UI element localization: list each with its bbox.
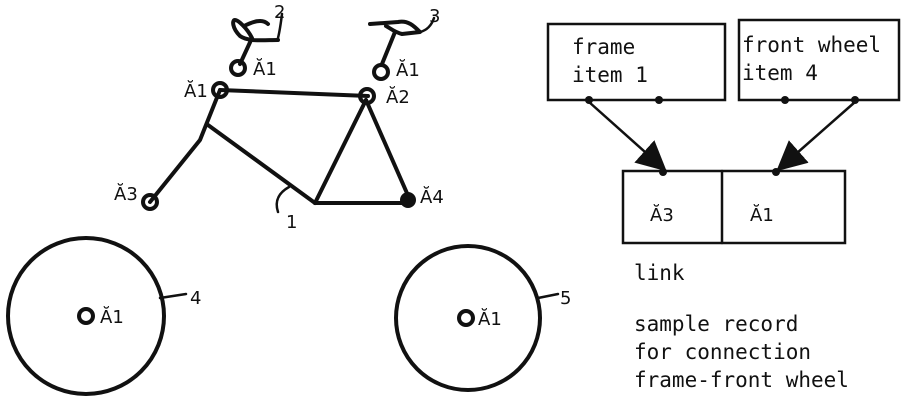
caption-line2: for connection: [634, 340, 811, 364]
item-number-handlebar: 2: [274, 2, 285, 23]
frame-port-1-label: Ă1: [184, 80, 208, 102]
caption-line3: frame-front wheel: [634, 368, 849, 392]
frame-top-tube: [218, 88, 370, 98]
frame-port-4-label: Ă4: [420, 186, 444, 208]
item-number-rear-wheel: 4: [190, 288, 201, 309]
link-cell-left: Ă3: [650, 204, 674, 226]
item-number-front-wheel: 5: [560, 288, 571, 309]
item-number-frame: 1: [286, 212, 297, 233]
frame-port-1-marker: [211, 81, 229, 99]
front-wheel-item-box: front wheel item 4: [737, 18, 901, 104]
rear-wheel-port-label: Ă1: [100, 306, 124, 328]
frame-seat-stay: [364, 98, 412, 202]
rear-wheel-hub: [77, 307, 95, 325]
rear-wheel: Ă1 4: [6, 236, 201, 396]
frame-port-3-label: Ă3: [114, 183, 138, 205]
link-cell-right: Ă1: [750, 204, 774, 226]
frame-port-2-label: Ă2: [386, 86, 410, 108]
front-wheel-port-label: Ă1: [478, 308, 502, 330]
handlebar: [231, 12, 284, 66]
frame-box-port-left: [585, 96, 593, 104]
frame-down-tube: [206, 123, 317, 205]
frame-port-4-marker: [400, 192, 416, 208]
frame-box-port-right: [655, 96, 663, 104]
link-record: Ă3 Ă1: [621, 168, 847, 245]
frame-item-box: frame item 1: [546, 22, 727, 104]
frame-port-3-marker: [141, 193, 159, 211]
frame-port-markers: [141, 59, 416, 211]
link-label: link: [634, 261, 685, 285]
saddle: [368, 16, 436, 66]
item-number-saddle: 3: [429, 6, 440, 27]
frame-box-line1: frame: [572, 35, 635, 59]
wheel-box-line2: item 4: [742, 61, 818, 85]
saddle-port-marker: [372, 63, 390, 81]
wheel-box-line1: front wheel: [742, 33, 881, 57]
arrow-wheel-to-link: [776, 100, 857, 172]
wheel-box-port-left: [781, 96, 789, 104]
frame-head-tube: [148, 88, 222, 204]
wheel-box-port-right: [851, 96, 859, 104]
front-wheel: Ă1 5: [394, 244, 571, 392]
handlebar-port-marker: [229, 59, 247, 77]
handlebar-port-label: Ă1: [253, 58, 277, 80]
frame-box-line2: item 1: [572, 63, 648, 87]
bicycle-frame: [148, 88, 412, 205]
frame-seat-tube: [313, 98, 368, 205]
saddle-port-label: Ă1: [396, 59, 420, 81]
frame-port-2-marker: [358, 87, 376, 105]
arrow-frame-to-link: [587, 100, 667, 172]
caption-line1: sample record: [634, 312, 798, 336]
front-wheel-hub: [457, 309, 475, 327]
